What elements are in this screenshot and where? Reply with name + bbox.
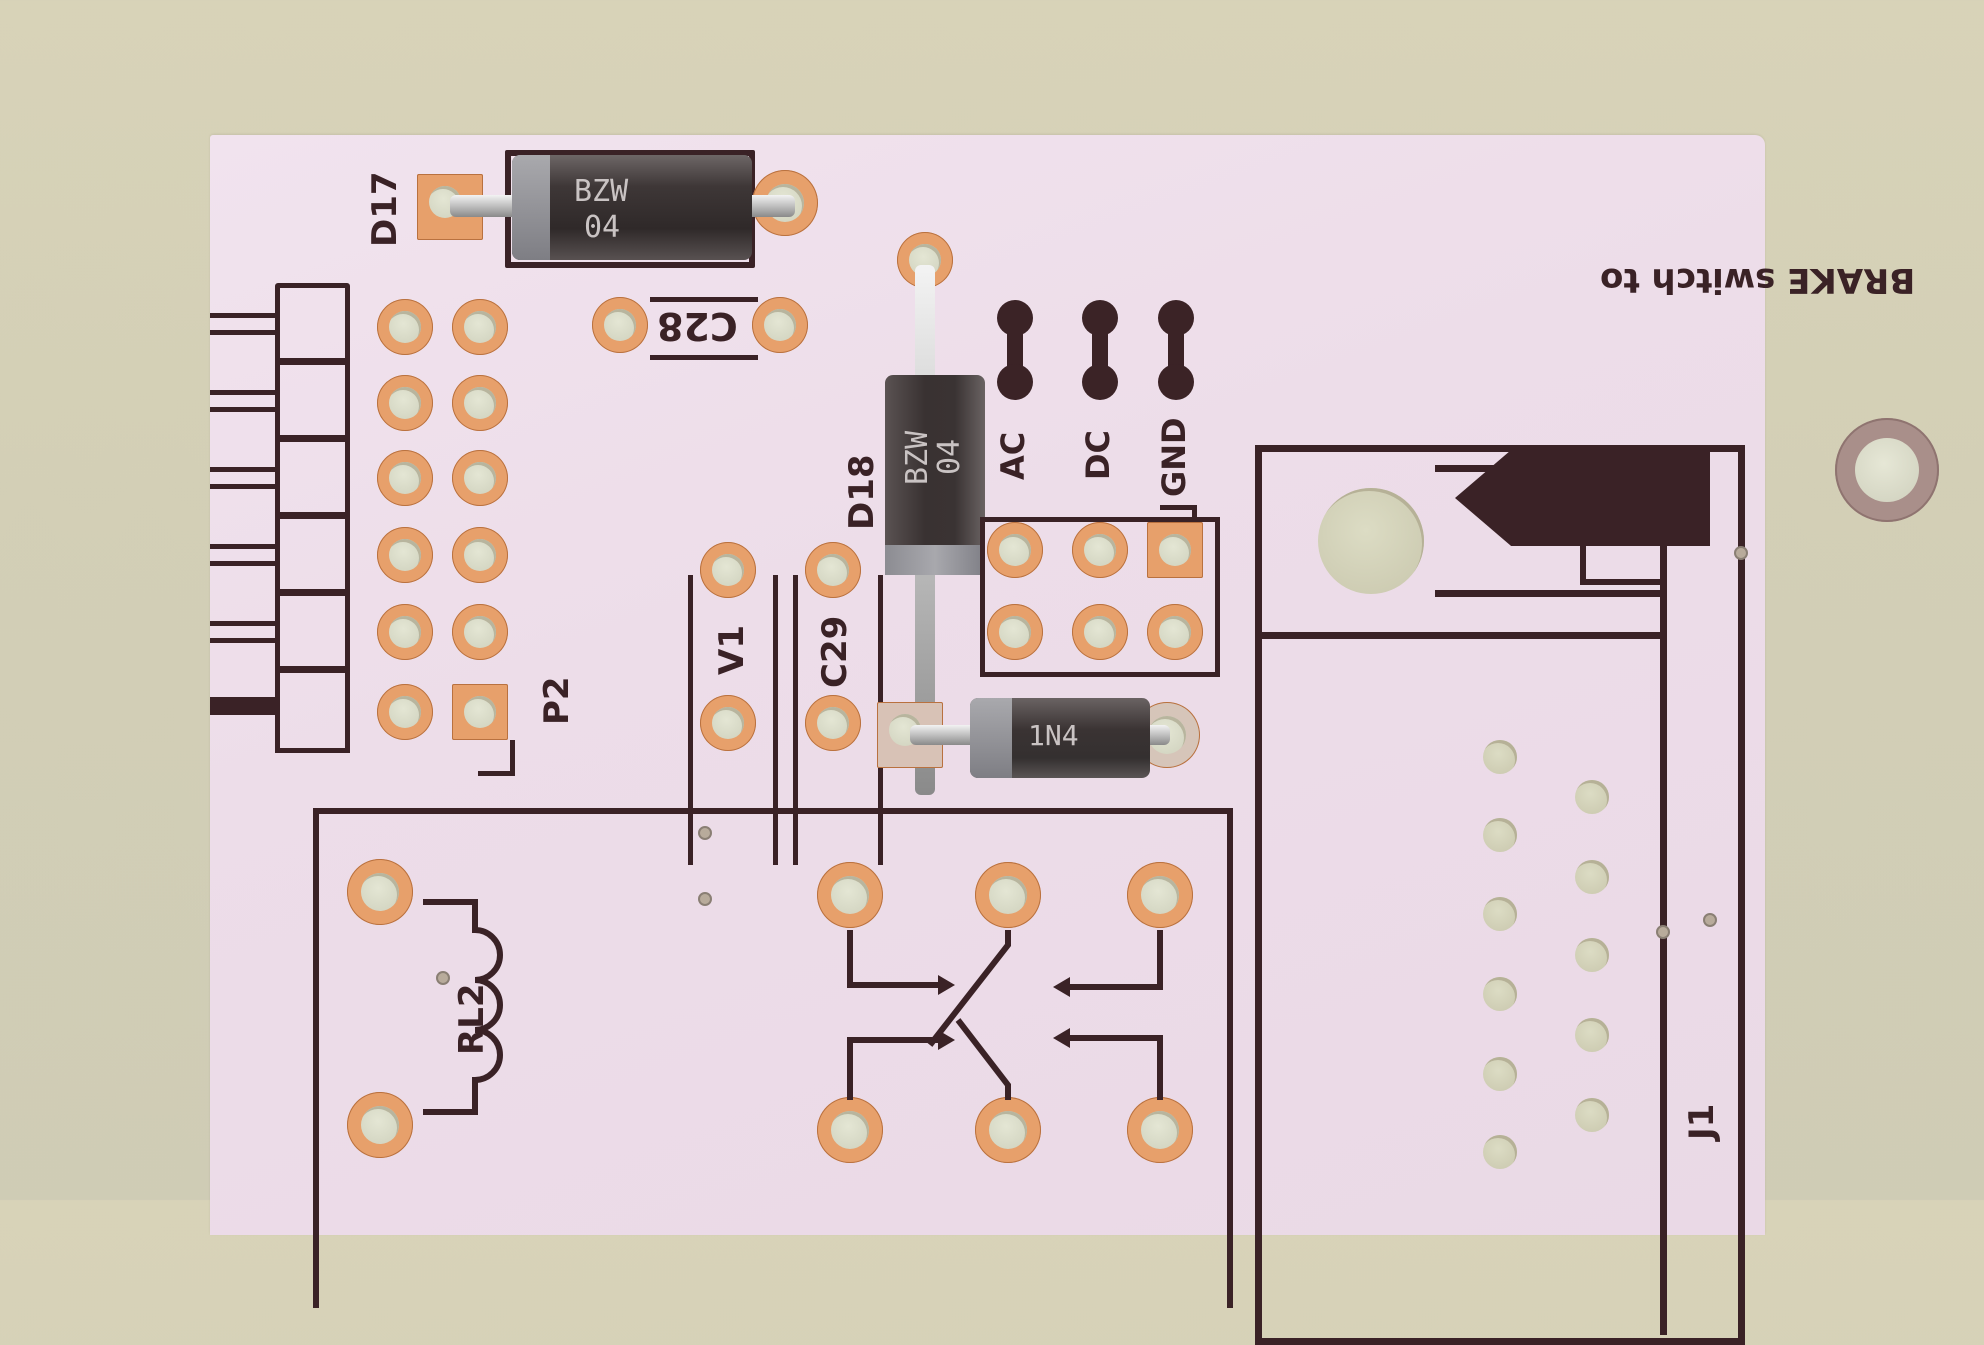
dc-label: DC bbox=[1079, 429, 1117, 480]
rl2-label: RL2 bbox=[452, 983, 492, 1055]
ac-label: AC bbox=[994, 431, 1032, 480]
p2-label: P2 bbox=[537, 676, 577, 725]
c28-label: C28 bbox=[657, 304, 738, 348]
pcb-board: P2 BZW 04 D17 C28 BZW 04 D18 bbox=[210, 135, 1939, 1345]
gnd-label: GND bbox=[1155, 417, 1193, 497]
d17-label: D17 bbox=[365, 171, 405, 247]
j1-label: J1 bbox=[1682, 1103, 1722, 1140]
relay-coil-icon bbox=[423, 899, 503, 1115]
relay-switch-symbol-icon bbox=[847, 930, 1163, 1100]
brake-switch-label: BRAKE switch to bbox=[1600, 260, 1916, 300]
mounting-hole bbox=[1835, 418, 1939, 522]
d18-label: D18 bbox=[842, 454, 882, 530]
